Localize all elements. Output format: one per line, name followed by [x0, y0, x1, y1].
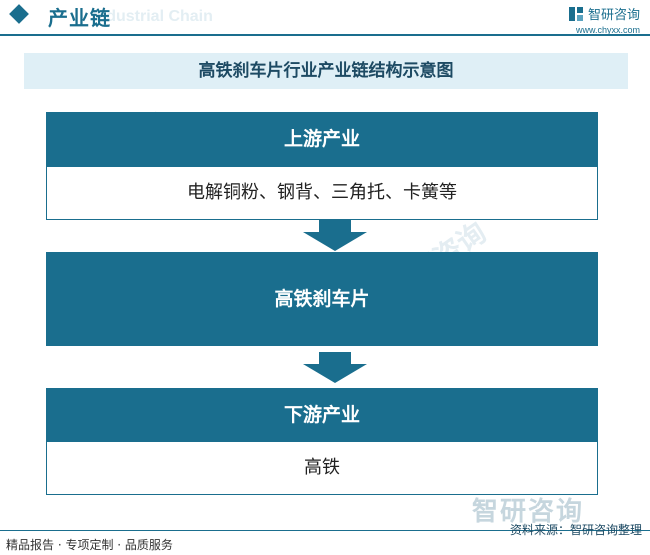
header-rule [0, 34, 650, 36]
footer-tags: 精品报告 · 专项定制 · 品质服务 [6, 538, 173, 552]
section-title-en: Industrial Chain [92, 8, 213, 25]
downstream-content: 高铁 [46, 442, 598, 495]
footer-watermark: 智研咨询 [472, 497, 585, 527]
diagram-title: 高铁刹车片行业产业链结构示意图 [24, 53, 628, 89]
brand-name: 智研咨询 [587, 8, 640, 23]
downstream-header: 下游产业 [46, 388, 598, 442]
down-arrow-icon [303, 352, 367, 383]
upstream-header: 上游产业 [46, 112, 598, 167]
footer-rule [0, 530, 650, 531]
brand-url: www.chyxx.com [575, 25, 640, 35]
section-title: 产业链 [48, 6, 111, 30]
diamond-icon [9, 4, 29, 24]
midstream-box: 高铁刹车片 [46, 252, 598, 346]
down-arrow-icon [303, 220, 367, 251]
source-note: 资料来源：智研咨询整理 [509, 523, 642, 537]
top-bar: Industrial Chain 产业链 智研咨询 www.chyxx.com [0, 0, 650, 35]
brand: 智研咨询 www.chyxx.com [568, 3, 640, 35]
upstream-content: 电解铜粉、钢背、三角托、卡簧等 [46, 167, 598, 220]
brand-logo-icon [568, 6, 583, 21]
